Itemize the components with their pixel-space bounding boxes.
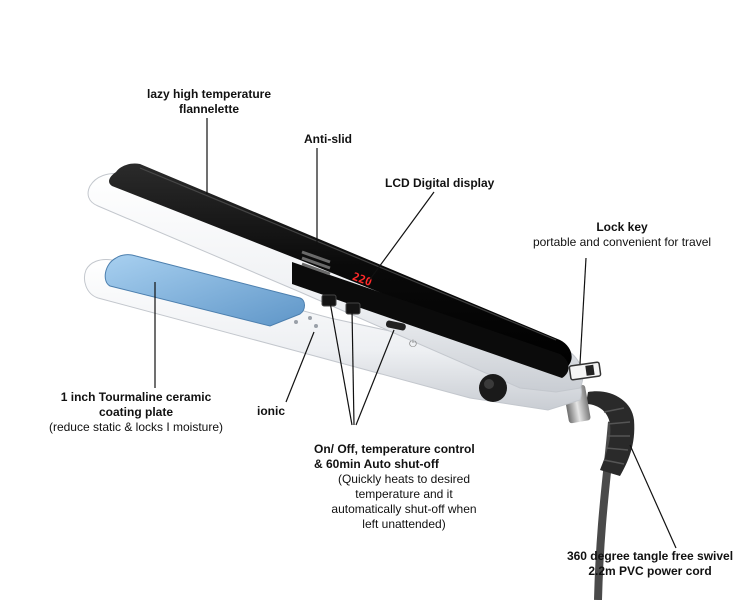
panel-highlight <box>139 167 557 341</box>
lcd-label: LCD Digital display <box>385 176 495 190</box>
controls-line1: On/ Off, temperature control <box>314 442 475 456</box>
swivel-line2: 2.2m PVC power cord <box>588 564 712 578</box>
power-icon: ⏻ <box>409 339 417 350</box>
swivel-line1: 360 degree tangle free swivel <box>566 549 734 563</box>
strain-relief-ribs <box>603 407 631 465</box>
controls-line3: (Quickly heats to desired <box>337 472 471 486</box>
display-panel <box>292 262 569 378</box>
callout-lcd: LCD Digital display <box>385 176 494 191</box>
callout-controls: On/ Off, temperature control & 60min Aut… <box>314 442 494 532</box>
callout-ionic: ionic <box>257 404 285 419</box>
plate-line1: 1 inch Tourmaline ceramic <box>60 390 212 404</box>
flannelette-line2: flannelette <box>178 102 239 116</box>
callout-swivel: 360 degree tangle free swivel 2.2m PVC p… <box>552 549 748 579</box>
black-panel <box>109 163 572 368</box>
temp-down-button <box>321 294 337 307</box>
controls-line6: left unattended) <box>362 517 446 531</box>
lcd-reading: 220 <box>351 270 374 289</box>
controls-line4: temperature and it <box>355 487 453 501</box>
ion-vents <box>294 316 318 328</box>
temp-up-button <box>345 302 361 315</box>
anti-slid-grip <box>301 250 331 276</box>
power-button <box>385 320 406 331</box>
controls-line2: & 60min Auto shut-off <box>314 457 439 471</box>
anti-slid-label: Anti-slid <box>304 132 352 146</box>
callout-plate: 1 inch Tourmaline ceramic coating plate … <box>36 390 236 435</box>
plate-line3: (reduce static & locks I moisture) <box>48 420 224 434</box>
plate-line2: coating plate <box>98 405 173 419</box>
ceramic-plate <box>104 254 305 327</box>
lock-slider <box>585 364 595 376</box>
lock-key-title: Lock key <box>596 220 648 234</box>
ionic-label: ionic <box>257 404 286 418</box>
callout-anti-slid: Anti-slid <box>304 132 352 147</box>
hinge-knob <box>479 374 507 402</box>
leader-lines <box>154 118 677 549</box>
controls-line5: automatically shut-off when <box>331 502 477 516</box>
flannelette-line1: lazy high temperature <box>146 87 272 101</box>
strain-relief <box>586 391 635 476</box>
callout-flannelette: lazy high temperature flannelette <box>134 87 284 117</box>
callout-lock-key: Lock key portable and convenient for tra… <box>516 220 728 250</box>
lock-key-desc: portable and convenient for travel <box>532 235 712 249</box>
